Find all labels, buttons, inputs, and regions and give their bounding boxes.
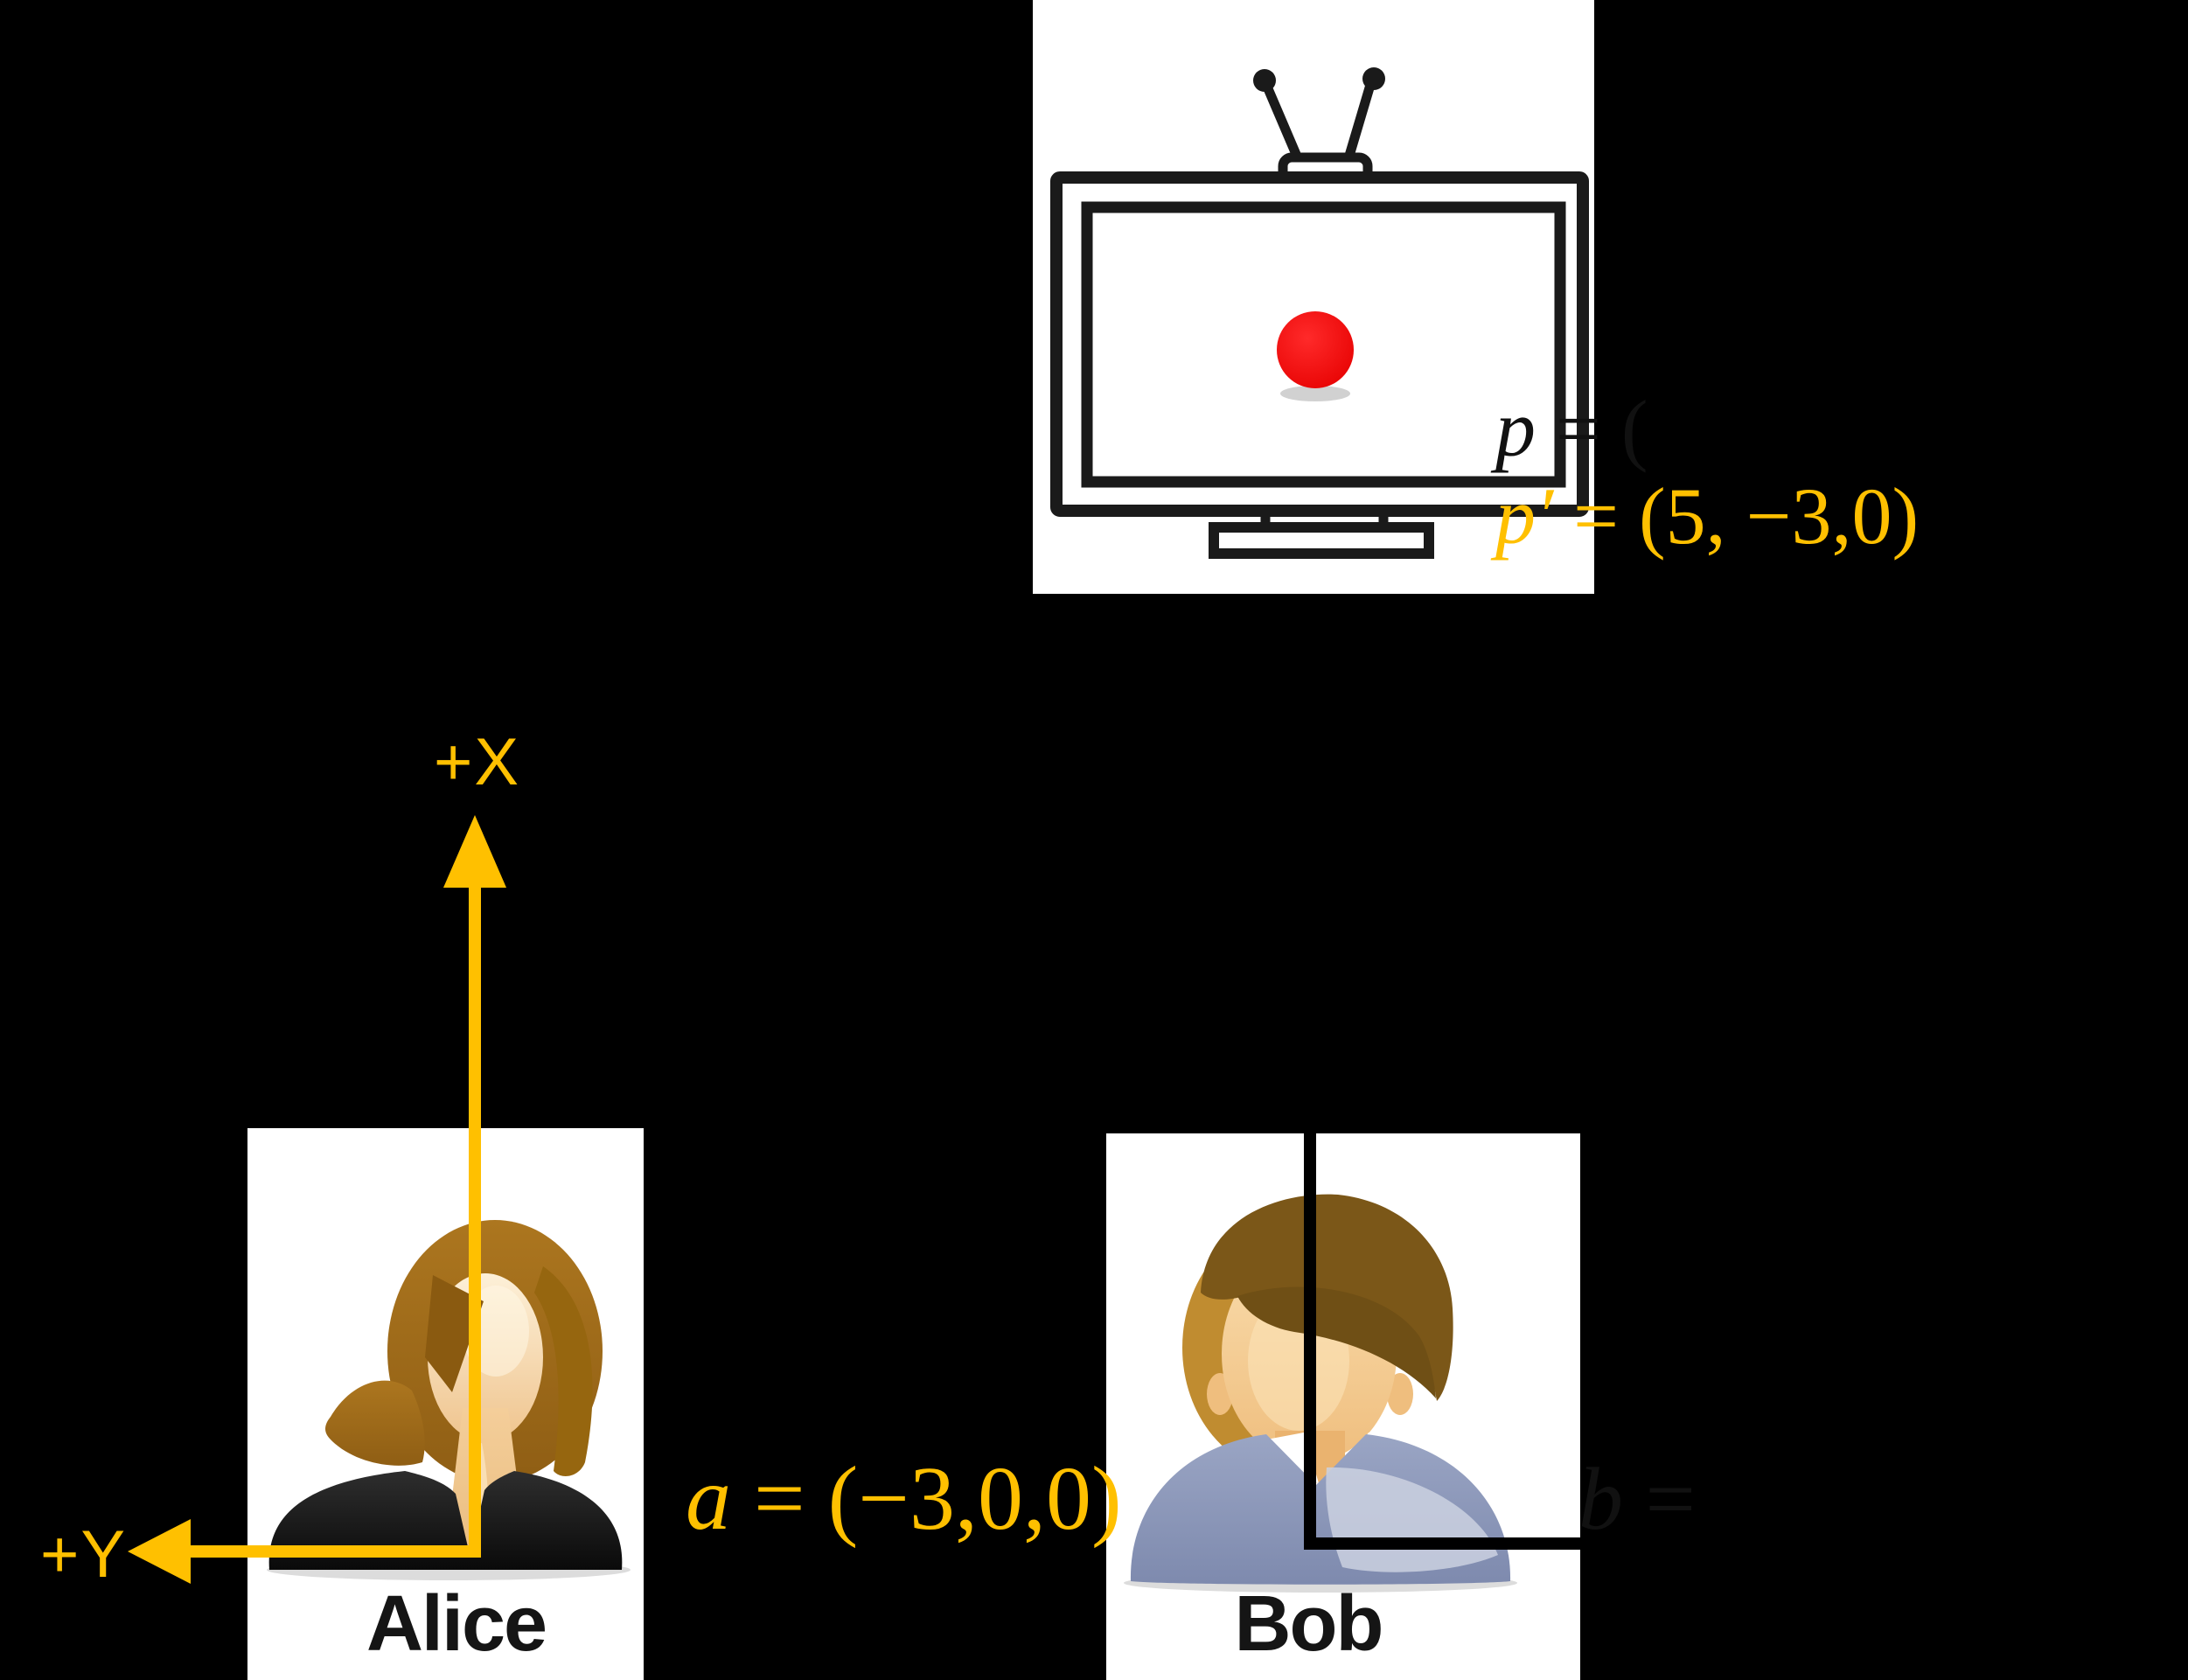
x-axis-label: +X [434, 725, 521, 799]
alice-figure [267, 1220, 631, 1580]
red-dot [1277, 311, 1354, 388]
tv-icon [1050, 67, 1589, 559]
tv-image-panel [1033, 0, 1594, 594]
a-equation-rest: = (−3,0,0) [731, 1448, 1122, 1549]
bob-caption: Bob [1234, 1580, 1384, 1668]
y-axis-label: +Y [40, 1517, 128, 1592]
alice-blazer [268, 1471, 623, 1570]
p-equation: p = ( [1415, 308, 1648, 549]
bob-hair-front [1201, 1194, 1453, 1401]
p-equation-var: p [1495, 384, 1536, 473]
red-dot-shadow [1280, 386, 1350, 401]
p-prime-equation-rest: = (5, −3,0) [1553, 471, 1920, 561]
x-axis-arrowhead [443, 815, 506, 888]
p-prime-equation-var: p′ [1495, 471, 1554, 561]
b-equation-var: b [1578, 1450, 1623, 1549]
alice-image-panel [247, 1128, 644, 1680]
alice-caption: Alice [366, 1580, 547, 1668]
bob-ear-right [1387, 1373, 1413, 1415]
b-equation: b = [1489, 1366, 1696, 1634]
tv-antenna [1253, 67, 1385, 189]
p-equation-rest: = ( [1536, 384, 1648, 473]
a-equation: a = (−3,0,0) [595, 1363, 1122, 1635]
a-equation-var: a [686, 1448, 731, 1549]
bob-hair-sweep [1237, 1286, 1436, 1398]
b-equation-rest: = [1623, 1450, 1697, 1549]
p-prime-equation: p′ = (5, −3,0) [1415, 395, 1919, 637]
y-axis-arrowhead [128, 1519, 191, 1584]
